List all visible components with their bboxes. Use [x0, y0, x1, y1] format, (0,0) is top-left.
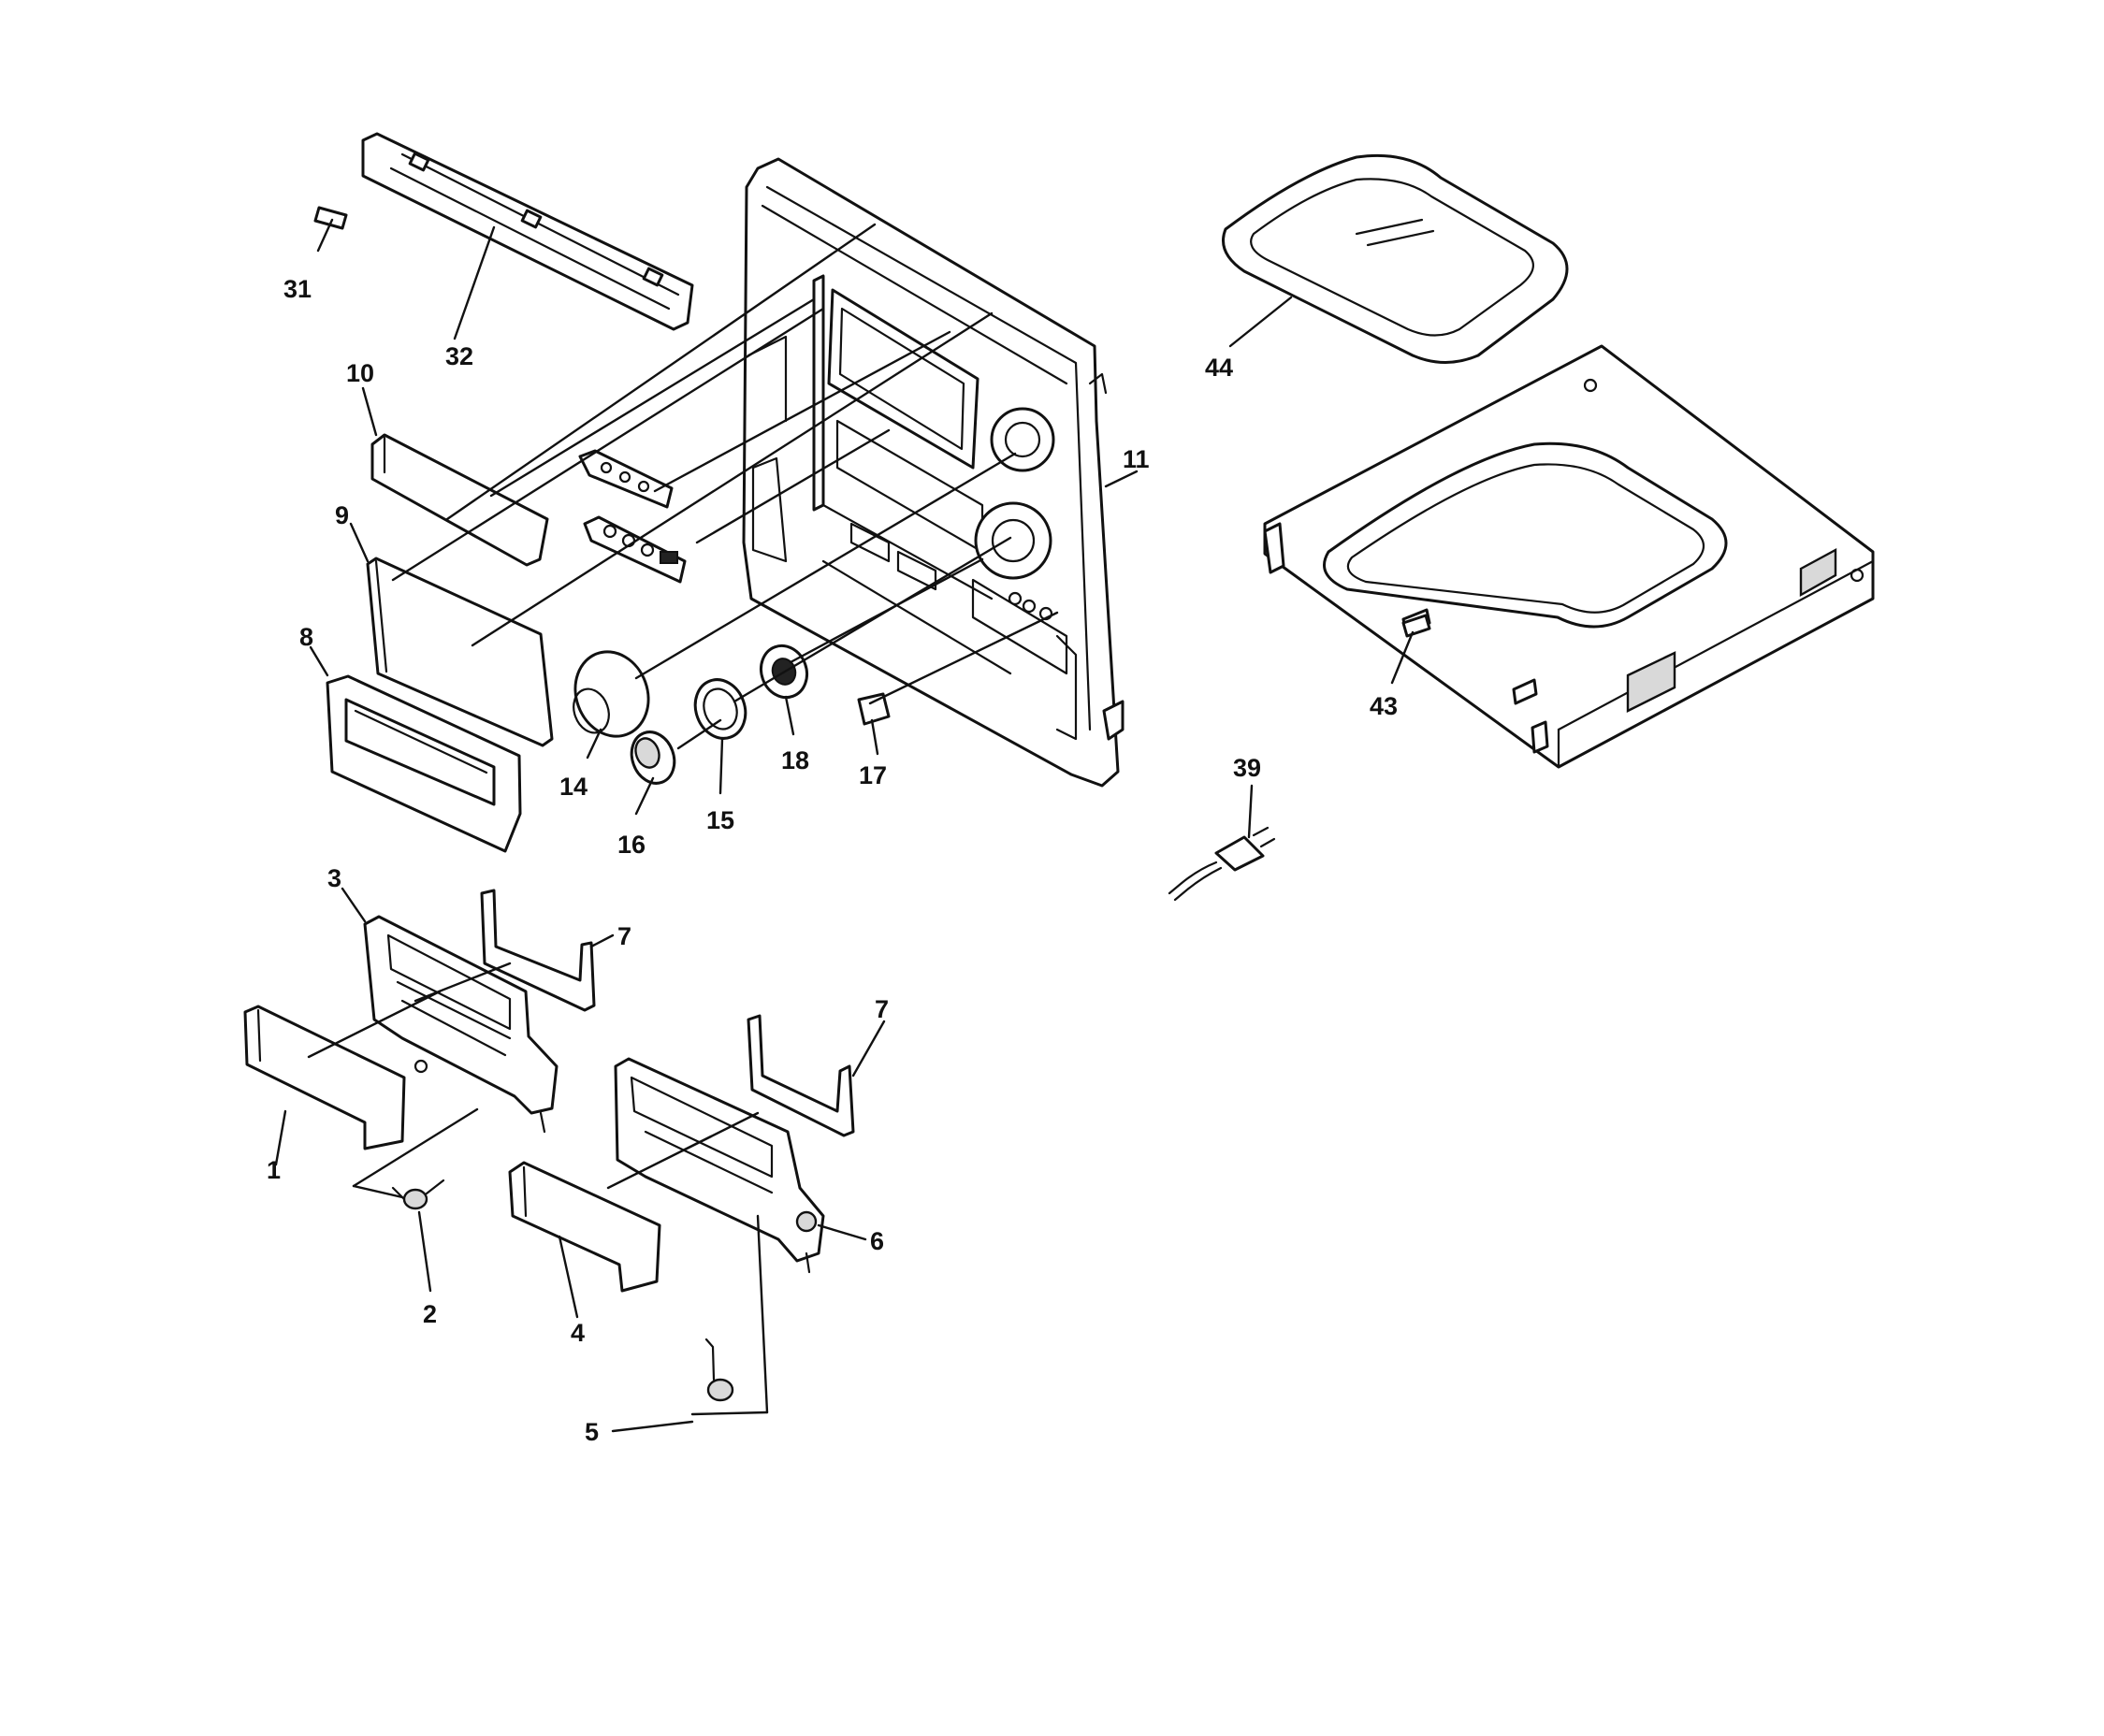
part-3-cassette-frame-left: [363, 915, 559, 1134]
part-7-upper-bracket: [480, 889, 596, 1012]
callout-10: 10: [346, 359, 374, 387]
callout-43: 43: [1370, 692, 1398, 720]
callout-14: 14: [559, 773, 588, 801]
part-7-lower-bracket: [747, 1014, 855, 1137]
callout-15: 15: [706, 806, 734, 834]
callout-4: 4: [571, 1319, 585, 1347]
part-4-eject-button: [508, 1161, 661, 1293]
callout-18: 18: [781, 746, 809, 774]
callout-39: 39: [1233, 754, 1261, 782]
assembly-lines: [307, 223, 1059, 1416]
part-9-cd-door: [366, 557, 554, 747]
callout-7-lower: 7: [875, 995, 889, 1023]
part-14-knob: [573, 650, 650, 738]
part-2-spring: [391, 1179, 445, 1210]
part-44-lid: [1222, 153, 1569, 364]
part-15-ring: [693, 678, 747, 740]
callout-17: 17: [859, 761, 887, 789]
callout-5: 5: [585, 1418, 599, 1446]
callout-31: 31: [283, 275, 312, 303]
callout-16: 16: [617, 831, 646, 859]
part-43-foot: [1401, 614, 1431, 638]
callout-11: 11: [1123, 445, 1150, 473]
callout-2: 2: [423, 1300, 437, 1328]
callout-labels: 31 32 10 11 9 8 14 16 15 18 17 44 43 39 …: [267, 275, 1398, 1446]
leader-lines: [274, 218, 1415, 1433]
part-16-small-knob: [630, 731, 676, 785]
part-6-cassette-frame-right: [614, 1057, 825, 1274]
part-32-top-trim: [361, 132, 694, 331]
main-cabinet: [1263, 344, 1875, 769]
part-10-upper-bar: [370, 433, 549, 567]
callout-7-upper: 7: [617, 922, 631, 950]
button-strip-lower: [583, 515, 687, 584]
callout-1: 1: [267, 1156, 281, 1184]
callout-9: 9: [335, 501, 349, 529]
part-1-eject-button: [243, 1005, 406, 1150]
callout-8: 8: [299, 623, 313, 651]
part-31-clip: [313, 206, 348, 230]
callout-3: 3: [327, 864, 341, 892]
callout-44: 44: [1205, 354, 1233, 382]
part-39-power-cord: [1168, 826, 1276, 902]
callout-32: 32: [445, 342, 473, 370]
part-17-button: [857, 692, 891, 726]
callout-6: 6: [870, 1227, 884, 1255]
button-strip-upper: [578, 449, 674, 509]
part-8-window-frame: [326, 674, 522, 853]
part-5-spring: [704, 1338, 734, 1402]
